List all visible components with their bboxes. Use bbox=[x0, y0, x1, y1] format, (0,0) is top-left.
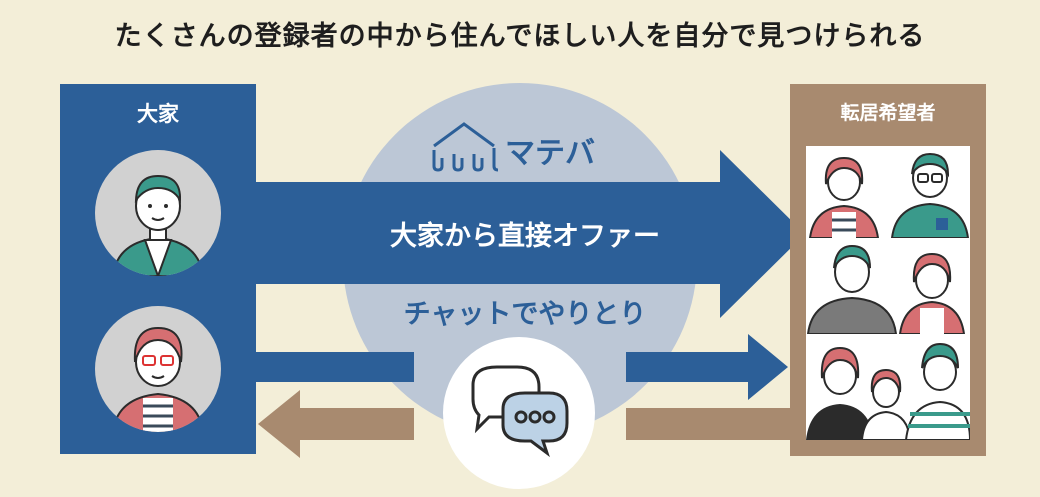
seeker-photo-couple-1 bbox=[806, 146, 970, 238]
house-logo-icon bbox=[432, 122, 499, 172]
landlord-avatar-woman bbox=[95, 306, 221, 432]
chat-arrow-blue-right bbox=[626, 334, 788, 400]
landlord-panel: 大家 bbox=[60, 84, 256, 454]
chat-label: チャットでやりとり bbox=[403, 299, 647, 330]
chat-arrow-blue-left-segment bbox=[256, 352, 414, 382]
brand-name: マテバ bbox=[505, 136, 595, 171]
landlord-avatar-man bbox=[95, 150, 221, 276]
chat-bubble-circle bbox=[443, 337, 595, 489]
chat-arrow-brown-right-segment bbox=[626, 408, 790, 440]
chat-arrow-brown-left bbox=[258, 390, 414, 458]
offer-arrow bbox=[256, 150, 805, 318]
landlord-label: 大家 bbox=[137, 102, 179, 126]
offer-label: 大家から直接オファー bbox=[390, 221, 660, 252]
seeker-photo-family bbox=[806, 334, 970, 440]
seeker-panel: 転居希望者 bbox=[790, 84, 986, 456]
seeker-label: 転居希望者 bbox=[840, 102, 936, 124]
seeker-photo-couple-2 bbox=[806, 238, 970, 334]
chat-bubbles-icon bbox=[471, 365, 569, 458]
headline: たくさんの登録者の中から住んでほしい人を自分で見つけられる bbox=[114, 21, 926, 52]
